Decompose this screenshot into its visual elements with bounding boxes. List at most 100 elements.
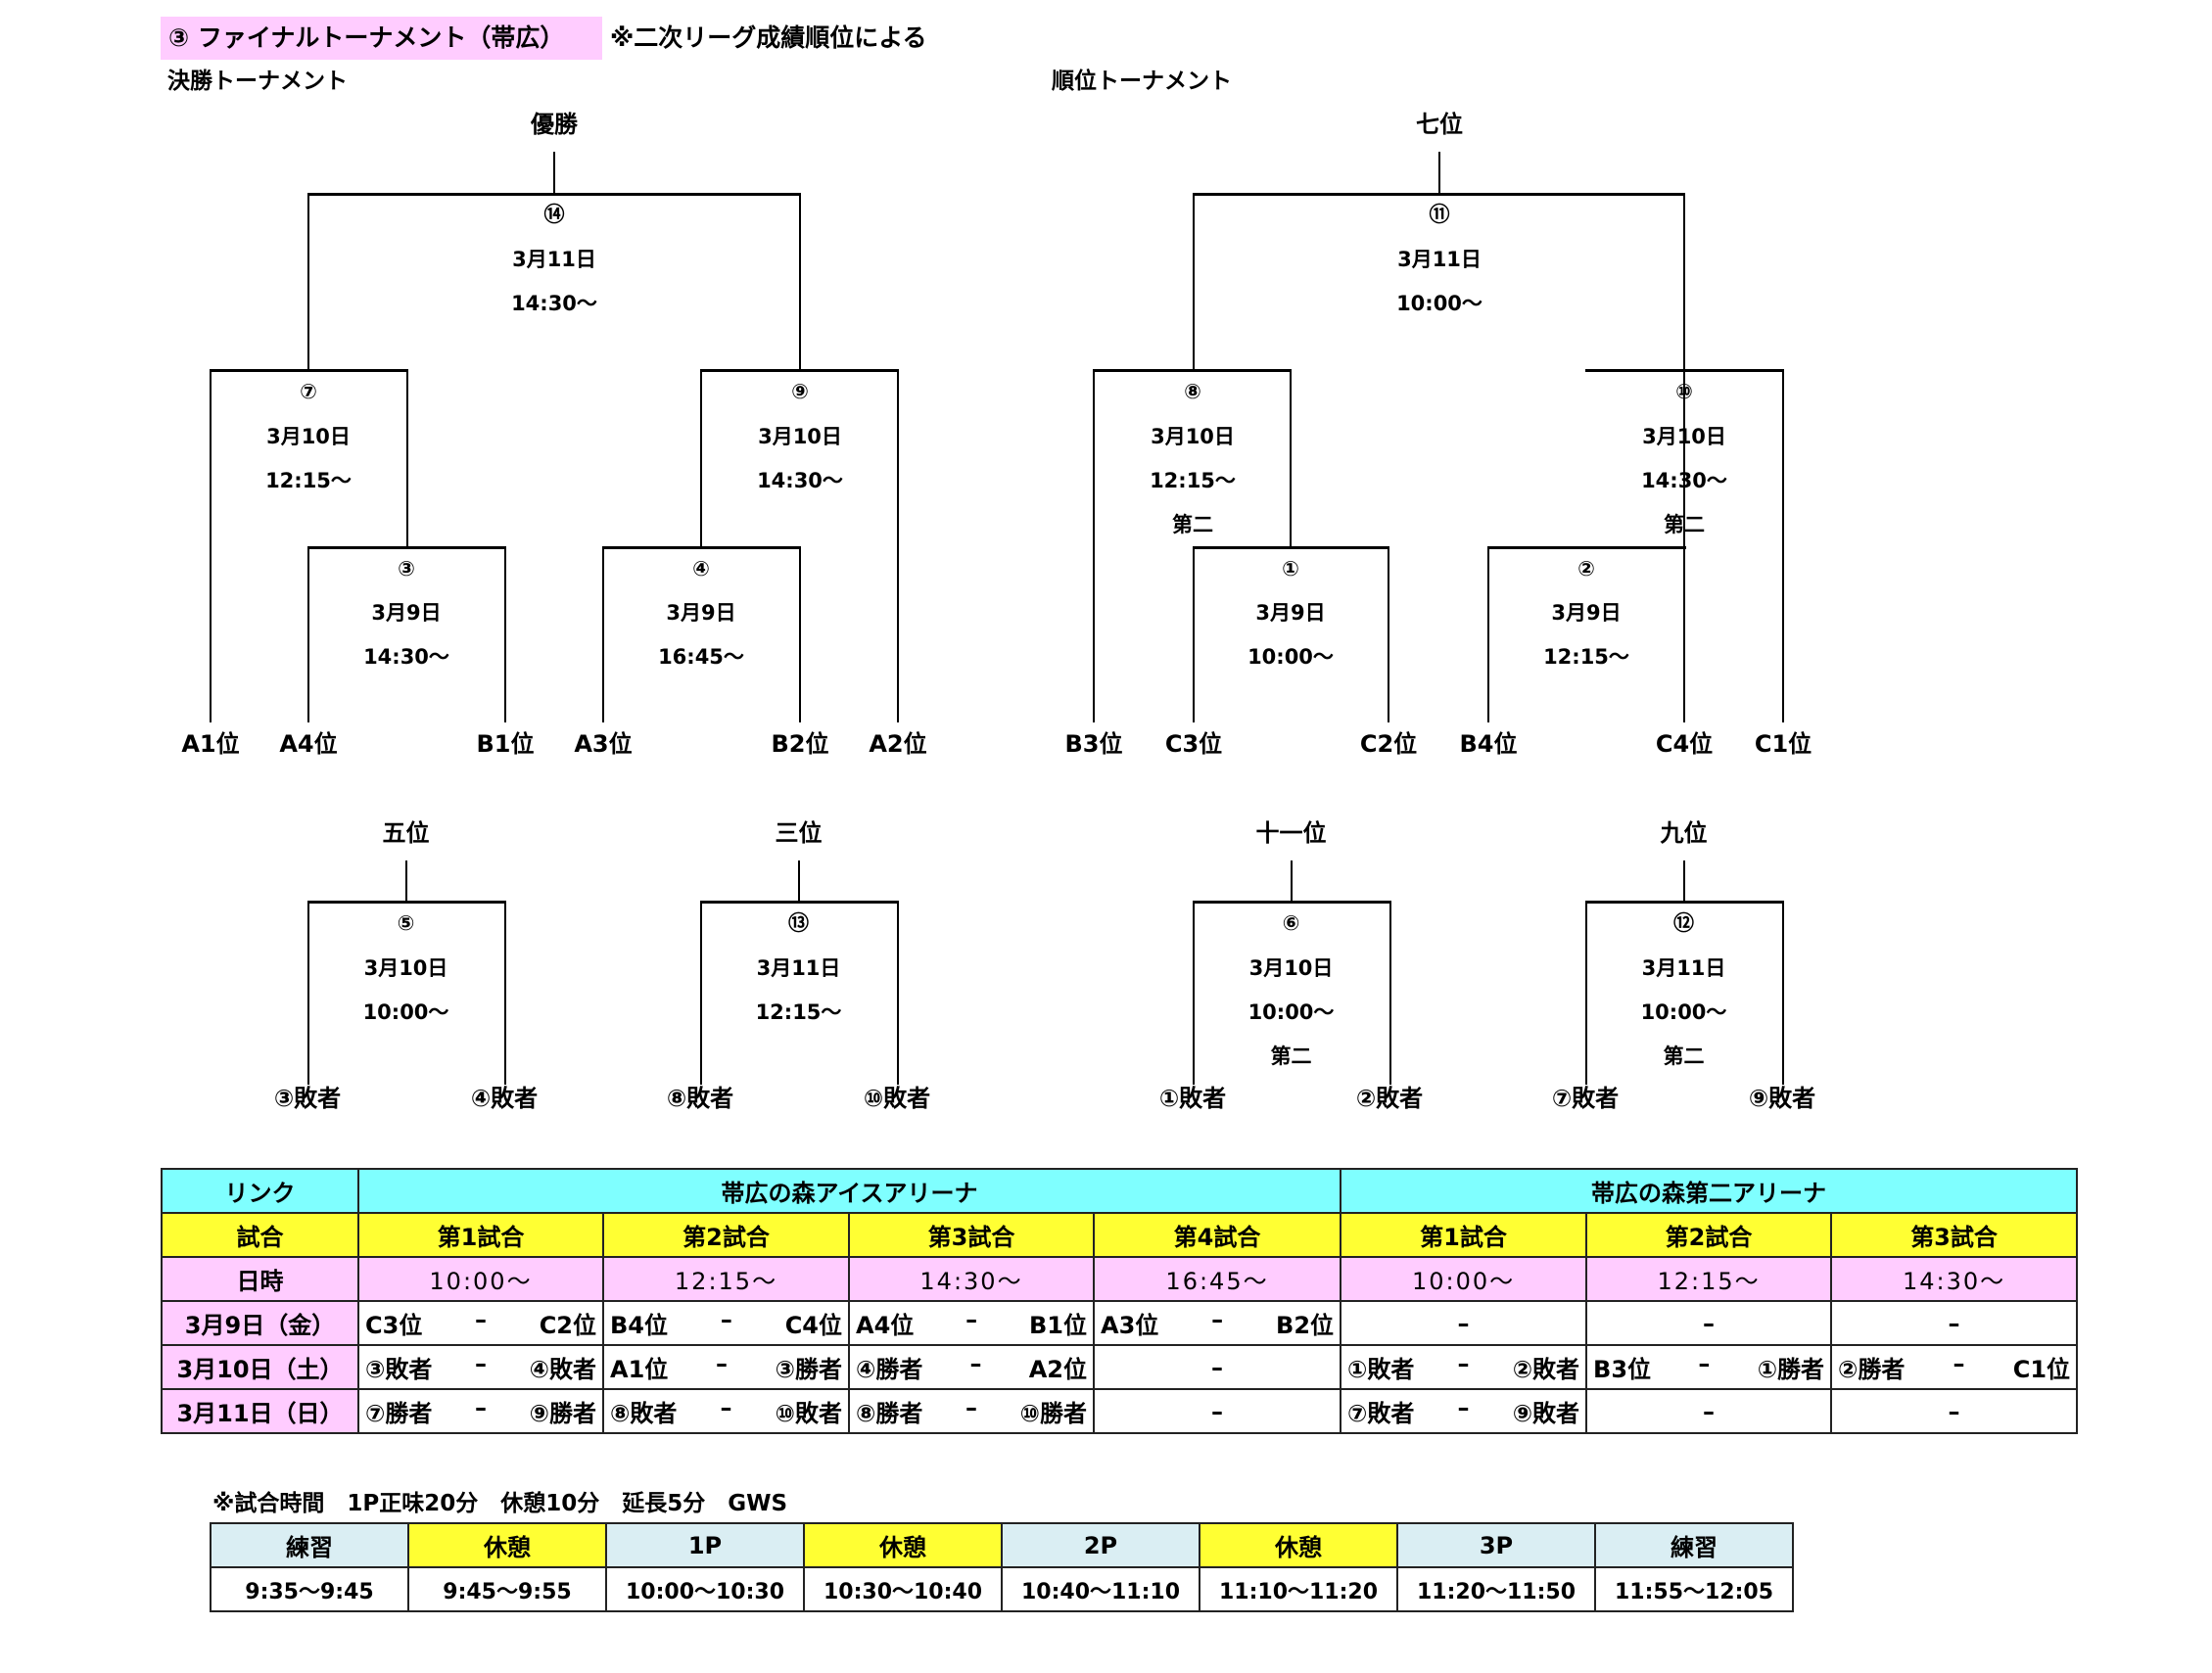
game-row: 試合 第1試合第2試合第3試合第4試合第1試合第2試合第3試合 bbox=[161, 1212, 2079, 1258]
team-away: C2位 bbox=[539, 1312, 596, 1339]
game-slot-header: 第1試合 bbox=[357, 1212, 604, 1258]
matchup-cell: – bbox=[1092, 1388, 1342, 1434]
matchup-cell: ③敗者–④敗者 bbox=[357, 1344, 604, 1390]
matchup-cell: ②勝者–C1位 bbox=[1830, 1344, 2079, 1390]
game-number: ② bbox=[1577, 557, 1595, 581]
team-home: ③敗者 bbox=[365, 1356, 433, 1383]
game-time: 10:00〜 bbox=[1396, 292, 1483, 315]
bracket-line bbox=[1683, 546, 1685, 722]
game-slot-header: 第1試合 bbox=[1340, 1212, 1588, 1258]
game-number: ⑨ bbox=[791, 380, 809, 403]
bracket-line bbox=[700, 369, 702, 547]
championship-section-label: 決勝トーナメント bbox=[167, 69, 348, 94]
versus-dash: – bbox=[1953, 1350, 1965, 1377]
start-time: 12:15〜 bbox=[1585, 1256, 1833, 1302]
versus-dash: – bbox=[720, 1394, 732, 1421]
rink-name: 帯広の森アイスアリーナ bbox=[356, 1168, 1342, 1214]
game-time: 14:30〜 bbox=[757, 469, 843, 492]
matchup-cell: ⑧敗者–⑩敗者 bbox=[602, 1388, 850, 1434]
team-away: A2位 bbox=[1028, 1356, 1087, 1383]
bracket-line bbox=[799, 546, 801, 722]
matchup-cell: B4位–C4位 bbox=[602, 1300, 850, 1346]
ranking-note: ※二次リーグ成績順位による bbox=[610, 23, 927, 52]
seed-label: B3位 bbox=[1064, 730, 1123, 758]
game-number: ⑧ bbox=[1184, 380, 1201, 403]
game-date: 3月10日 bbox=[1642, 425, 1726, 448]
bracket-line bbox=[1682, 860, 1685, 902]
period-label: 3P bbox=[1396, 1522, 1596, 1568]
matchup-cell: ⑦敗者–⑨敗者 bbox=[1340, 1388, 1588, 1434]
team-away: ⑨勝者 bbox=[529, 1400, 596, 1427]
team-away: ⑨敗者 bbox=[1512, 1400, 1580, 1427]
period-time: 10:30〜10:40 bbox=[803, 1566, 1003, 1612]
game-date: 3月10日 bbox=[758, 425, 842, 448]
loser-label: ⑦敗者 bbox=[1551, 1085, 1620, 1112]
game-time: 14:30〜 bbox=[363, 645, 449, 669]
period-time: 11:10〜11:20 bbox=[1199, 1566, 1398, 1612]
bracket-line bbox=[307, 546, 309, 722]
team-away: ②敗者 bbox=[1512, 1356, 1580, 1383]
bracket-line bbox=[602, 546, 801, 549]
bracket-line bbox=[700, 901, 899, 904]
no-game-dash: – bbox=[1211, 1353, 1224, 1381]
no-game-dash: – bbox=[1211, 1397, 1224, 1425]
bracket-line bbox=[1585, 369, 1587, 370]
bracket-line bbox=[1487, 546, 1686, 549]
game-time-note: ※試合時間 1P正味20分 休憩10分 延長5分 GWS bbox=[212, 1491, 788, 1516]
team-away: ⑩敗者 bbox=[775, 1400, 842, 1427]
matchup-cell: ④勝者–A2位 bbox=[848, 1344, 1095, 1390]
loser-label: ④敗者 bbox=[470, 1085, 539, 1112]
matchup-cell: A4位–B1位 bbox=[848, 1300, 1095, 1346]
matchup-cell: – bbox=[1830, 1300, 2079, 1346]
team-away: ①勝者 bbox=[1757, 1356, 1825, 1383]
matchup-cell: C3位–C2位 bbox=[357, 1300, 604, 1346]
period-time: 10:40〜11:10 bbox=[1001, 1566, 1200, 1612]
bracket-line bbox=[307, 901, 506, 904]
game-time: 14:30〜 bbox=[1641, 469, 1727, 492]
rink-header: リンク bbox=[161, 1168, 359, 1214]
seed-label: C1位 bbox=[1754, 730, 1812, 758]
bracket-line bbox=[307, 193, 801, 196]
game-slot-header: 第2試合 bbox=[602, 1212, 850, 1258]
team-away: B1位 bbox=[1029, 1312, 1087, 1339]
day-label: 3月10日（土） bbox=[161, 1344, 359, 1390]
game-slot-header: 第3試合 bbox=[1830, 1212, 2079, 1258]
versus-dash: – bbox=[720, 1306, 732, 1333]
game-number: ⑥ bbox=[1282, 911, 1300, 935]
place-label: 三位 bbox=[775, 819, 823, 847]
bracket-line bbox=[504, 901, 506, 1085]
team-home: ①敗者 bbox=[1347, 1356, 1415, 1383]
page-title: ③ ファイナルトーナメント（帯広） bbox=[168, 23, 565, 52]
period-time: 11:20〜11:50 bbox=[1396, 1566, 1596, 1612]
period-time: 9:35〜9:45 bbox=[210, 1566, 409, 1612]
bracket-line bbox=[1193, 193, 1685, 196]
game-header: 試合 bbox=[161, 1212, 359, 1258]
bracket-line bbox=[210, 369, 408, 372]
bracket-line bbox=[1290, 369, 1292, 547]
period-time: 9:45〜9:55 bbox=[407, 1566, 607, 1612]
period-label: 練習 bbox=[210, 1522, 409, 1568]
versus-dash: – bbox=[715, 1350, 728, 1377]
game-number: ⑤ bbox=[397, 911, 415, 935]
team-away: C4位 bbox=[784, 1312, 842, 1339]
period-label: 2P bbox=[1001, 1522, 1200, 1568]
game-date: 3月9日 bbox=[1551, 601, 1622, 625]
bracket-line bbox=[1683, 369, 1685, 547]
loser-label: ⑨敗者 bbox=[1748, 1085, 1816, 1112]
bracket-line bbox=[1193, 546, 1389, 549]
matchup-cell: – bbox=[1092, 1344, 1342, 1390]
game-number: ⑩ bbox=[1675, 380, 1693, 403]
bracket-line bbox=[897, 369, 899, 722]
bracket-line bbox=[700, 369, 899, 372]
team-home: ④勝者 bbox=[856, 1356, 923, 1383]
bracket-line bbox=[210, 369, 212, 722]
bracket-line bbox=[700, 901, 702, 1085]
game-number: ⑪ bbox=[1429, 203, 1450, 226]
team-home: A1位 bbox=[610, 1356, 669, 1383]
seventh-place-label: 七位 bbox=[1416, 111, 1463, 138]
bracket-line bbox=[1585, 901, 1587, 1085]
period-label: 休憩 bbox=[1199, 1522, 1398, 1568]
